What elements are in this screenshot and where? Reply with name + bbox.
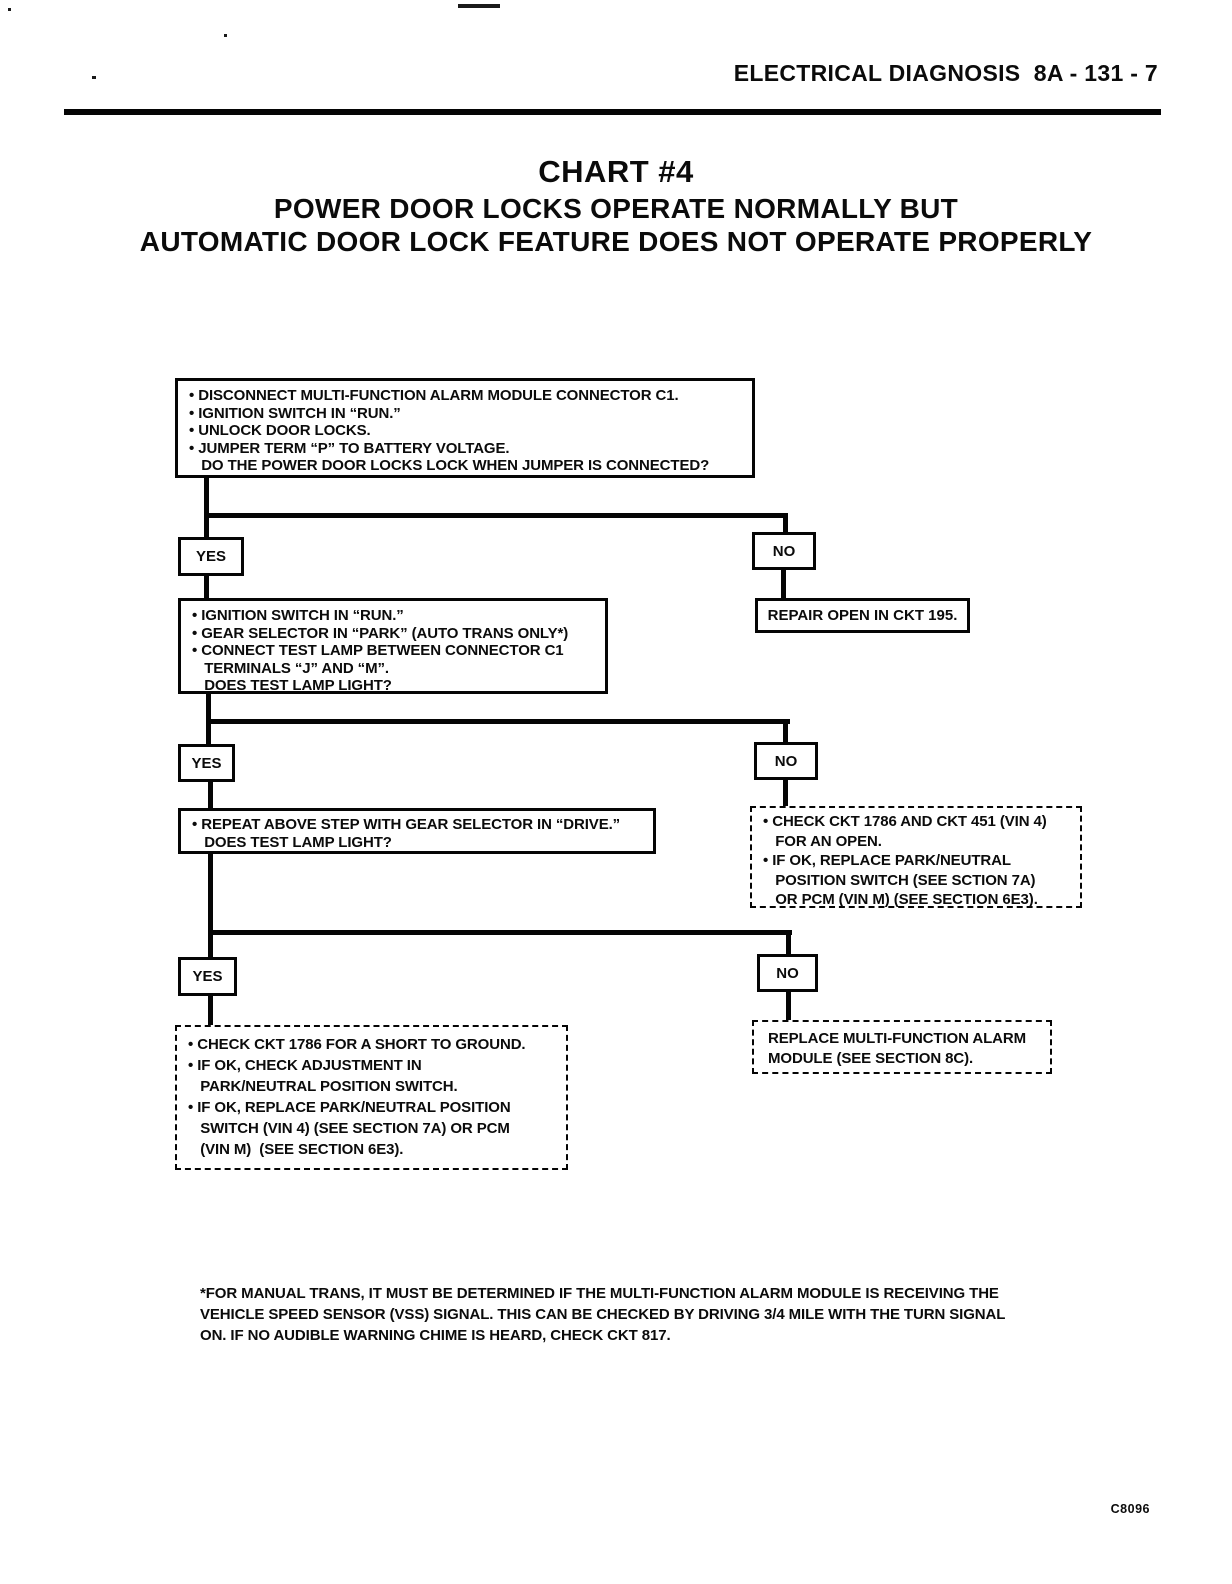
flow-step-3-line: DOES TEST LAMP LIGHT? xyxy=(192,833,392,851)
connector-no1-repair xyxy=(781,570,786,599)
decision-no-2: NO xyxy=(754,742,818,780)
flow-step-1-line: • JUMPER TERM “P” TO BATTERY VOLTAGE. xyxy=(189,439,510,457)
decision-yes-3-label: YES xyxy=(192,968,223,985)
footnote-line: *FOR MANUAL TRANS, IT MUST BE DETERMINED… xyxy=(200,1285,999,1302)
flow-check-short-line: (VIN M) (SEE SECTION 6E3). xyxy=(188,1141,404,1158)
connector-step1-no xyxy=(783,513,788,533)
flow-step-3: • REPEAT ABOVE STEP WITH GEAR SELECTOR I… xyxy=(178,808,656,854)
chart-title-line-2: AUTOMATIC DOOR LOCK FEATURE DOES NOT OPE… xyxy=(139,226,1093,257)
flow-step-2: • IGNITION SWITCH IN “RUN.” • GEAR SELEC… xyxy=(178,598,608,694)
decision-yes-1-label: YES xyxy=(195,548,226,565)
flow-check-open: • CHECK CKT 1786 AND CKT 451 (VIN 4) FOR… xyxy=(750,806,1082,908)
flow-check-short: • CHECK CKT 1786 FOR A SHORT TO GROUND. … xyxy=(175,1025,568,1170)
decision-no-1-label: NO xyxy=(772,542,796,560)
decision-yes-2: YES xyxy=(178,744,235,782)
chart-title-line-1: POWER DOOR LOCKS OPERATE NORMALLY BUT xyxy=(273,193,959,224)
flow-repair-open-label: REPAIR OPEN IN CKT 195. xyxy=(767,607,958,624)
chart-number: CHART #4 xyxy=(538,154,694,189)
connector-step2-rail xyxy=(206,719,790,724)
flow-check-short-line: • CHECK CKT 1786 FOR A SHORT TO GROUND. xyxy=(188,1036,526,1053)
flow-replace-module-line: REPLACE MULTI-FUNCTION ALARM xyxy=(768,1030,1027,1047)
flow-repair-open: REPAIR OPEN IN CKT 195. xyxy=(755,598,970,633)
figure-code: C8096 xyxy=(1110,1502,1150,1516)
scan-artifact-dot xyxy=(224,34,227,37)
flow-check-open-line: • IF OK, REPLACE PARK/NEUTRAL xyxy=(763,852,1011,869)
decision-no-3-label: NO xyxy=(776,964,799,982)
connector-step2-no xyxy=(783,719,788,743)
scan-artifact-dot xyxy=(8,8,11,11)
connector-step1-rail xyxy=(204,513,788,518)
connector-yes1-step2 xyxy=(204,576,209,599)
decision-yes-2-label: YES xyxy=(191,754,222,772)
connector-no3-replacemodule xyxy=(786,992,791,1021)
flow-check-short-line: • IF OK, CHECK ADJUSTMENT IN xyxy=(188,1057,422,1074)
decision-yes-3: YES xyxy=(178,957,237,996)
page-header: ELECTRICAL DIAGNOSIS 8A - 131 - 7 xyxy=(733,60,1158,86)
scan-artifact-dot xyxy=(92,76,96,79)
scan-artifact-dash xyxy=(458,4,500,8)
decision-yes-1: YES xyxy=(178,537,244,576)
flow-step-1-line: • DISCONNECT MULTI-FUNCTION ALARM MODULE… xyxy=(189,387,679,404)
flow-step-3-line: • REPEAT ABOVE STEP WITH GEAR SELECTOR I… xyxy=(192,816,621,833)
flow-check-open-line: FOR AN OPEN. xyxy=(763,832,882,850)
connector-step3-no xyxy=(786,930,791,955)
flow-replace-module: REPLACE MULTI-FUNCTION ALARM MODULE (SEE… xyxy=(752,1020,1052,1074)
decision-no-3: NO xyxy=(757,954,818,992)
footnote: *FOR MANUAL TRANS, IT MUST BE DETERMINED… xyxy=(200,1283,1100,1346)
connector-yes2-step3 xyxy=(208,782,213,809)
footnote-line: ON. IF NO AUDIBLE WARNING CHIME IS HEARD… xyxy=(200,1327,671,1344)
connector-yes3-checkshort xyxy=(208,996,213,1026)
decision-no-2-label: NO xyxy=(774,752,798,770)
flow-step-1-line: • UNLOCK DOOR LOCKS. xyxy=(189,422,371,439)
chart-title-block: CHART #4 POWER DOOR LOCKS OPERATE NORMAL… xyxy=(0,152,1232,258)
flow-step-1-line: DO THE POWER DOOR LOCKS LOCK WHEN JUMPER… xyxy=(189,457,710,474)
flow-check-short-line: SWITCH (VIN 4) (SEE SECTION 7A) OR PCM xyxy=(188,1120,510,1137)
footnote-line: VEHICLE SPEED SENSOR (VSS) SIGNAL. THIS … xyxy=(200,1306,1006,1323)
header-rule xyxy=(64,109,1161,115)
flow-replace-module-line: MODULE (SEE SECTION 8C). xyxy=(768,1049,974,1067)
flow-check-open-line: POSITION SWITCH (SEE SCTION 7A) xyxy=(763,871,1036,889)
flow-step-2-line: TERMINALS “J” AND “M”. xyxy=(192,659,389,677)
flow-step-2-line: • CONNECT TEST LAMP BETWEEN CONNECTOR C1 xyxy=(192,642,564,659)
flow-check-open-line: OR PCM (VIN M) (SEE SECTION 6E3). xyxy=(763,891,1038,908)
flow-check-open-line: • CHECK CKT 1786 AND CKT 451 (VIN 4) xyxy=(763,813,1047,830)
flow-step-1: • DISCONNECT MULTI-FUNCTION ALARM MODULE… xyxy=(175,378,755,478)
flow-step-1-line: • IGNITION SWITCH IN “RUN.” xyxy=(189,404,401,422)
connector-step1-yes xyxy=(204,478,209,537)
flow-check-short-line: PARK/NEUTRAL POSITION SWITCH. xyxy=(188,1078,458,1095)
connector-step3-yes xyxy=(208,854,213,958)
flow-check-short-line: • IF OK, REPLACE PARK/NEUTRAL POSITION xyxy=(188,1099,511,1116)
connector-step3-rail xyxy=(208,930,792,935)
flow-step-2-line: • IGNITION SWITCH IN “RUN.” xyxy=(192,607,404,624)
flow-step-2-line: DOES TEST LAMP LIGHT? xyxy=(192,677,392,694)
flow-step-2-line: • GEAR SELECTOR IN “PARK” (AUTO TRANS ON… xyxy=(192,624,569,642)
decision-no-1: NO xyxy=(752,532,816,570)
connector-no2-checkopen xyxy=(783,780,788,807)
